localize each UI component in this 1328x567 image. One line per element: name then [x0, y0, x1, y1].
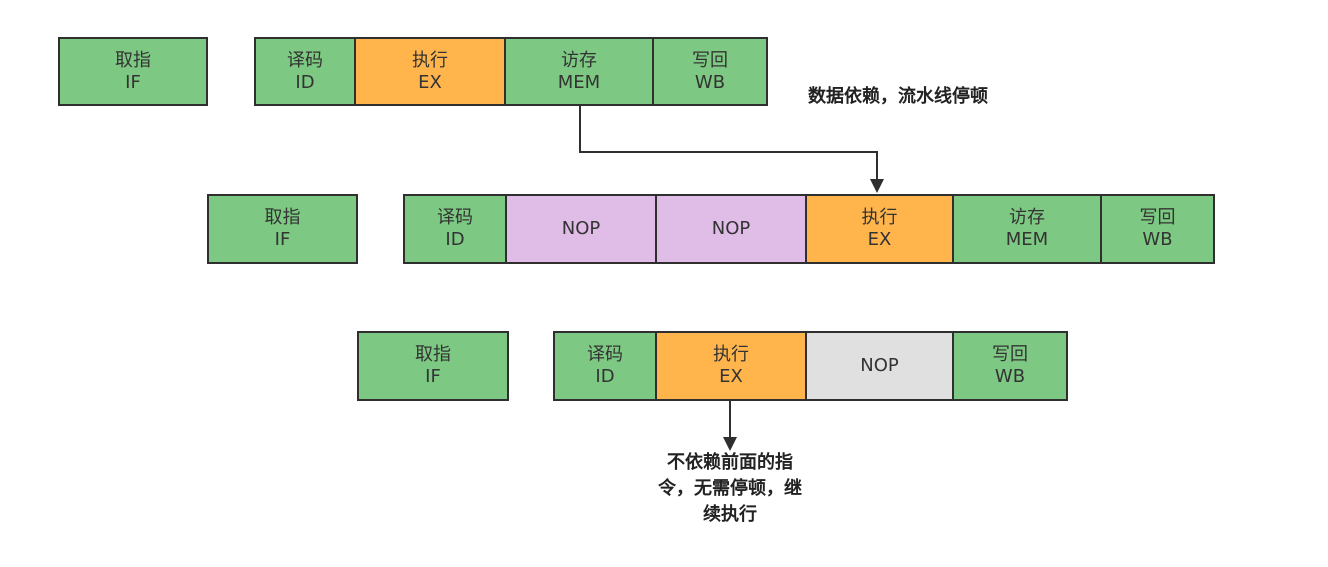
- stage-abbr: EX: [418, 71, 442, 93]
- row2-writeback-stage: 写回 WB: [1100, 194, 1215, 264]
- stage-name: 执行: [861, 207, 898, 228]
- stage-abbr: ID: [595, 366, 615, 387]
- stage-name: 取指: [115, 49, 151, 71]
- stage-name: NOP: [860, 355, 899, 376]
- stage-abbr: WB: [994, 366, 1026, 387]
- no-stall-note-line-1: 不依赖前面的指: [667, 452, 793, 473]
- stage-abbr: MEM: [557, 71, 601, 93]
- row1-memory-stage: 访存 MEM: [504, 37, 654, 106]
- stage-abbr: MEM: [1005, 229, 1049, 250]
- forwarding-arrow-head: [870, 179, 884, 193]
- stage-name: 执行: [412, 49, 448, 71]
- row1-execute-stage: 执行 EX: [354, 37, 506, 106]
- row2-execute-stage: 执行 EX: [805, 194, 954, 264]
- no-stall-note-line-3: 续执行: [703, 504, 757, 525]
- stage-name: 取指: [415, 344, 451, 365]
- stage-name: 写回: [1139, 207, 1176, 228]
- stall-note: 数据依赖，流水线停顿: [808, 86, 988, 107]
- row3-fetch-stage: 取指 IF: [357, 331, 509, 401]
- stage-abbr: EX: [719, 366, 743, 387]
- row2-decode-stage: 译码 ID: [403, 194, 507, 264]
- stage-name: 写回: [992, 344, 1028, 365]
- stage-abbr: IF: [125, 71, 141, 93]
- stage-name: 执行: [713, 344, 749, 365]
- stage-abbr: WB: [694, 71, 726, 93]
- stage-name: 译码: [587, 344, 623, 365]
- stage-abbr: WB: [1142, 229, 1173, 250]
- row2-memory-stage: 访存 MEM: [952, 194, 1102, 264]
- no-stall-note: 不依赖前面的指 令，无需停顿，继 续执行: [630, 450, 830, 528]
- row2-nop-bubble-1: NOP: [505, 194, 657, 264]
- stage-abbr: EX: [867, 229, 892, 250]
- stage-name: 写回: [692, 49, 728, 71]
- row3-writeback-stage: 写回 WB: [952, 331, 1068, 401]
- row2-fetch-stage: 取指 IF: [207, 194, 358, 264]
- forwarding-arrow: [579, 106, 878, 182]
- stage-abbr: IF: [274, 229, 291, 250]
- stage-name: NOP: [561, 218, 601, 239]
- stage-name: NOP: [711, 218, 751, 239]
- row3-nop-bubble: NOP: [805, 331, 954, 401]
- row3-decode-stage: 译码 ID: [553, 331, 657, 401]
- row1-writeback-stage: 写回 WB: [652, 37, 768, 106]
- no-stall-note-line-2: 令，无需停顿，继: [658, 478, 802, 499]
- stage-abbr: IF: [425, 366, 441, 387]
- stage-name: 访存: [561, 49, 597, 71]
- stage-name: 取指: [264, 207, 301, 228]
- row1-fetch-stage: 取指 IF: [58, 37, 208, 106]
- row3-execute-stage: 执行 EX: [655, 331, 807, 401]
- stage-abbr: ID: [295, 71, 315, 93]
- stage-abbr: ID: [445, 229, 465, 250]
- no-stall-arrow-head: [723, 437, 737, 451]
- stage-name: 译码: [437, 207, 473, 228]
- stage-name: 译码: [287, 49, 323, 71]
- stage-name: 访存: [1009, 207, 1045, 228]
